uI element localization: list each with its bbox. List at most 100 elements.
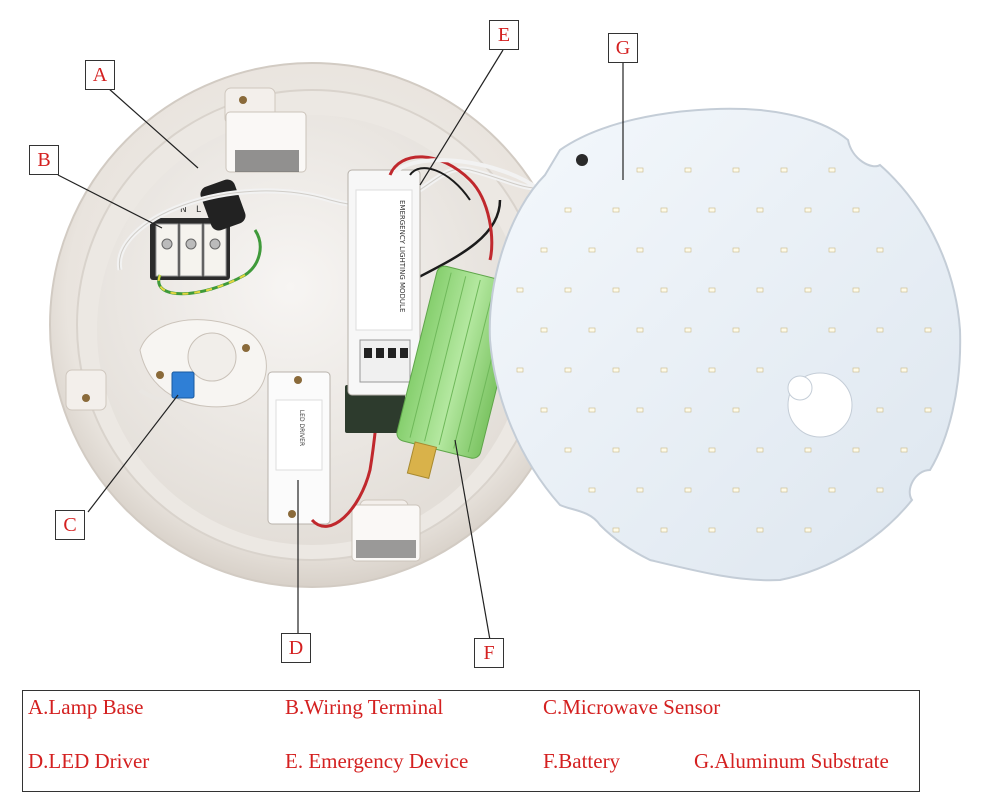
terminal-mark-l: L: [196, 205, 201, 215]
led-chip: [732, 167, 740, 173]
led-chip: [876, 327, 884, 333]
led-chip: [540, 407, 548, 413]
led-chip: [828, 327, 836, 333]
led-chip: [708, 287, 716, 293]
led-chip: [708, 447, 716, 453]
led-chip: [636, 407, 644, 413]
led-chip: [612, 207, 620, 213]
led-chip: [756, 447, 764, 453]
legend-item-b: B.Wiring Terminal: [285, 695, 444, 719]
led-chip: [684, 407, 692, 413]
led-chip: [660, 367, 668, 373]
module-label: EMERGENCY LIGHTING MODULE: [398, 200, 406, 312]
legend-item-f: F.Battery: [543, 749, 621, 773]
led-chip: [660, 527, 668, 533]
callout-e: E: [489, 20, 519, 50]
led-chip: [516, 367, 524, 373]
led-chip: [828, 167, 836, 173]
led-chip: [684, 487, 692, 493]
microwave-sensor: [139, 319, 267, 408]
led-chip: [636, 247, 644, 253]
wiring-terminal: N L S: [150, 179, 262, 296]
callout-f: F: [474, 638, 504, 668]
led-chip: [588, 327, 596, 333]
led-chip: [660, 287, 668, 293]
led-chip: [780, 167, 788, 173]
led-chip: [804, 447, 812, 453]
led-chip: [732, 327, 740, 333]
led-chip: [636, 167, 644, 173]
callout-a: A: [85, 60, 115, 90]
led-chip: [804, 207, 812, 213]
legend-item-e: E. Emergency Device: [285, 749, 469, 773]
led-chip: [588, 247, 596, 253]
legend-item-g: G.Aluminum Substrate: [694, 749, 889, 773]
led-chip: [564, 367, 572, 373]
leader-lines: [57, 49, 624, 641]
callout-b: B: [29, 145, 59, 175]
led-chip: [756, 287, 764, 293]
led-chip: [732, 487, 740, 493]
led-chip: [564, 447, 572, 453]
led-chip: [852, 367, 860, 373]
legend-item-d: D.LED Driver: [28, 749, 150, 773]
callout-c: C: [55, 510, 85, 540]
led-chip: [684, 167, 692, 173]
led-chip: [708, 367, 716, 373]
led-chip: [660, 447, 668, 453]
aluminum-substrate: [488, 107, 962, 582]
callout-g: G: [608, 33, 638, 63]
legend-item-a: A.Lamp Base: [28, 695, 144, 719]
led-chip: [660, 207, 668, 213]
led-chip: [732, 407, 740, 413]
led-chip: [516, 287, 524, 293]
led-chip: [900, 447, 908, 453]
led-chip: [756, 367, 764, 373]
led-chip: [636, 327, 644, 333]
led-chip: [804, 287, 812, 293]
led-chip: [564, 287, 572, 293]
product-photo: N L S LED DRIVER: [49, 49, 962, 641]
led-chip: [780, 487, 788, 493]
led-chip: [876, 247, 884, 253]
led-chip: [780, 247, 788, 253]
led-chip: [732, 247, 740, 253]
led-chip: [876, 487, 884, 493]
led-chip: [924, 327, 932, 333]
led-chip: [852, 447, 860, 453]
led-chip: [828, 487, 836, 493]
led-chip: [612, 527, 620, 533]
led-chip: [612, 367, 620, 373]
led-chip: [540, 247, 548, 253]
led-chip: [900, 287, 908, 293]
callout-d: D: [281, 633, 311, 663]
led-chip: [828, 247, 836, 253]
led-chip: [684, 247, 692, 253]
driver-label: LED DRIVER: [298, 410, 305, 446]
legend-box: A.Lamp Base B.Wiring Terminal C.Microwav…: [22, 690, 920, 792]
led-chip: [804, 527, 812, 533]
led-chip: [588, 487, 596, 493]
led-chip: [756, 527, 764, 533]
led-chip: [564, 207, 572, 213]
led-chip: [924, 407, 932, 413]
led-chip: [876, 407, 884, 413]
terminal-mark-n: N: [180, 205, 187, 215]
led-chip: [708, 527, 716, 533]
led-chip: [636, 487, 644, 493]
led-chip: [852, 287, 860, 293]
led-chip: [708, 207, 716, 213]
led-chip: [588, 407, 596, 413]
emergency-device: EMERGENCY LIGHTING MODULE: [345, 169, 421, 433]
led-chip: [540, 327, 548, 333]
led-driver: LED DRIVER: [267, 371, 331, 525]
legend-item-c: C.Microwave Sensor: [543, 695, 721, 719]
led-chip: [612, 287, 620, 293]
led-chip: [852, 207, 860, 213]
led-chip: [780, 327, 788, 333]
led-chip: [756, 207, 764, 213]
led-chip: [684, 327, 692, 333]
led-chip: [612, 447, 620, 453]
led-array: [516, 167, 932, 533]
